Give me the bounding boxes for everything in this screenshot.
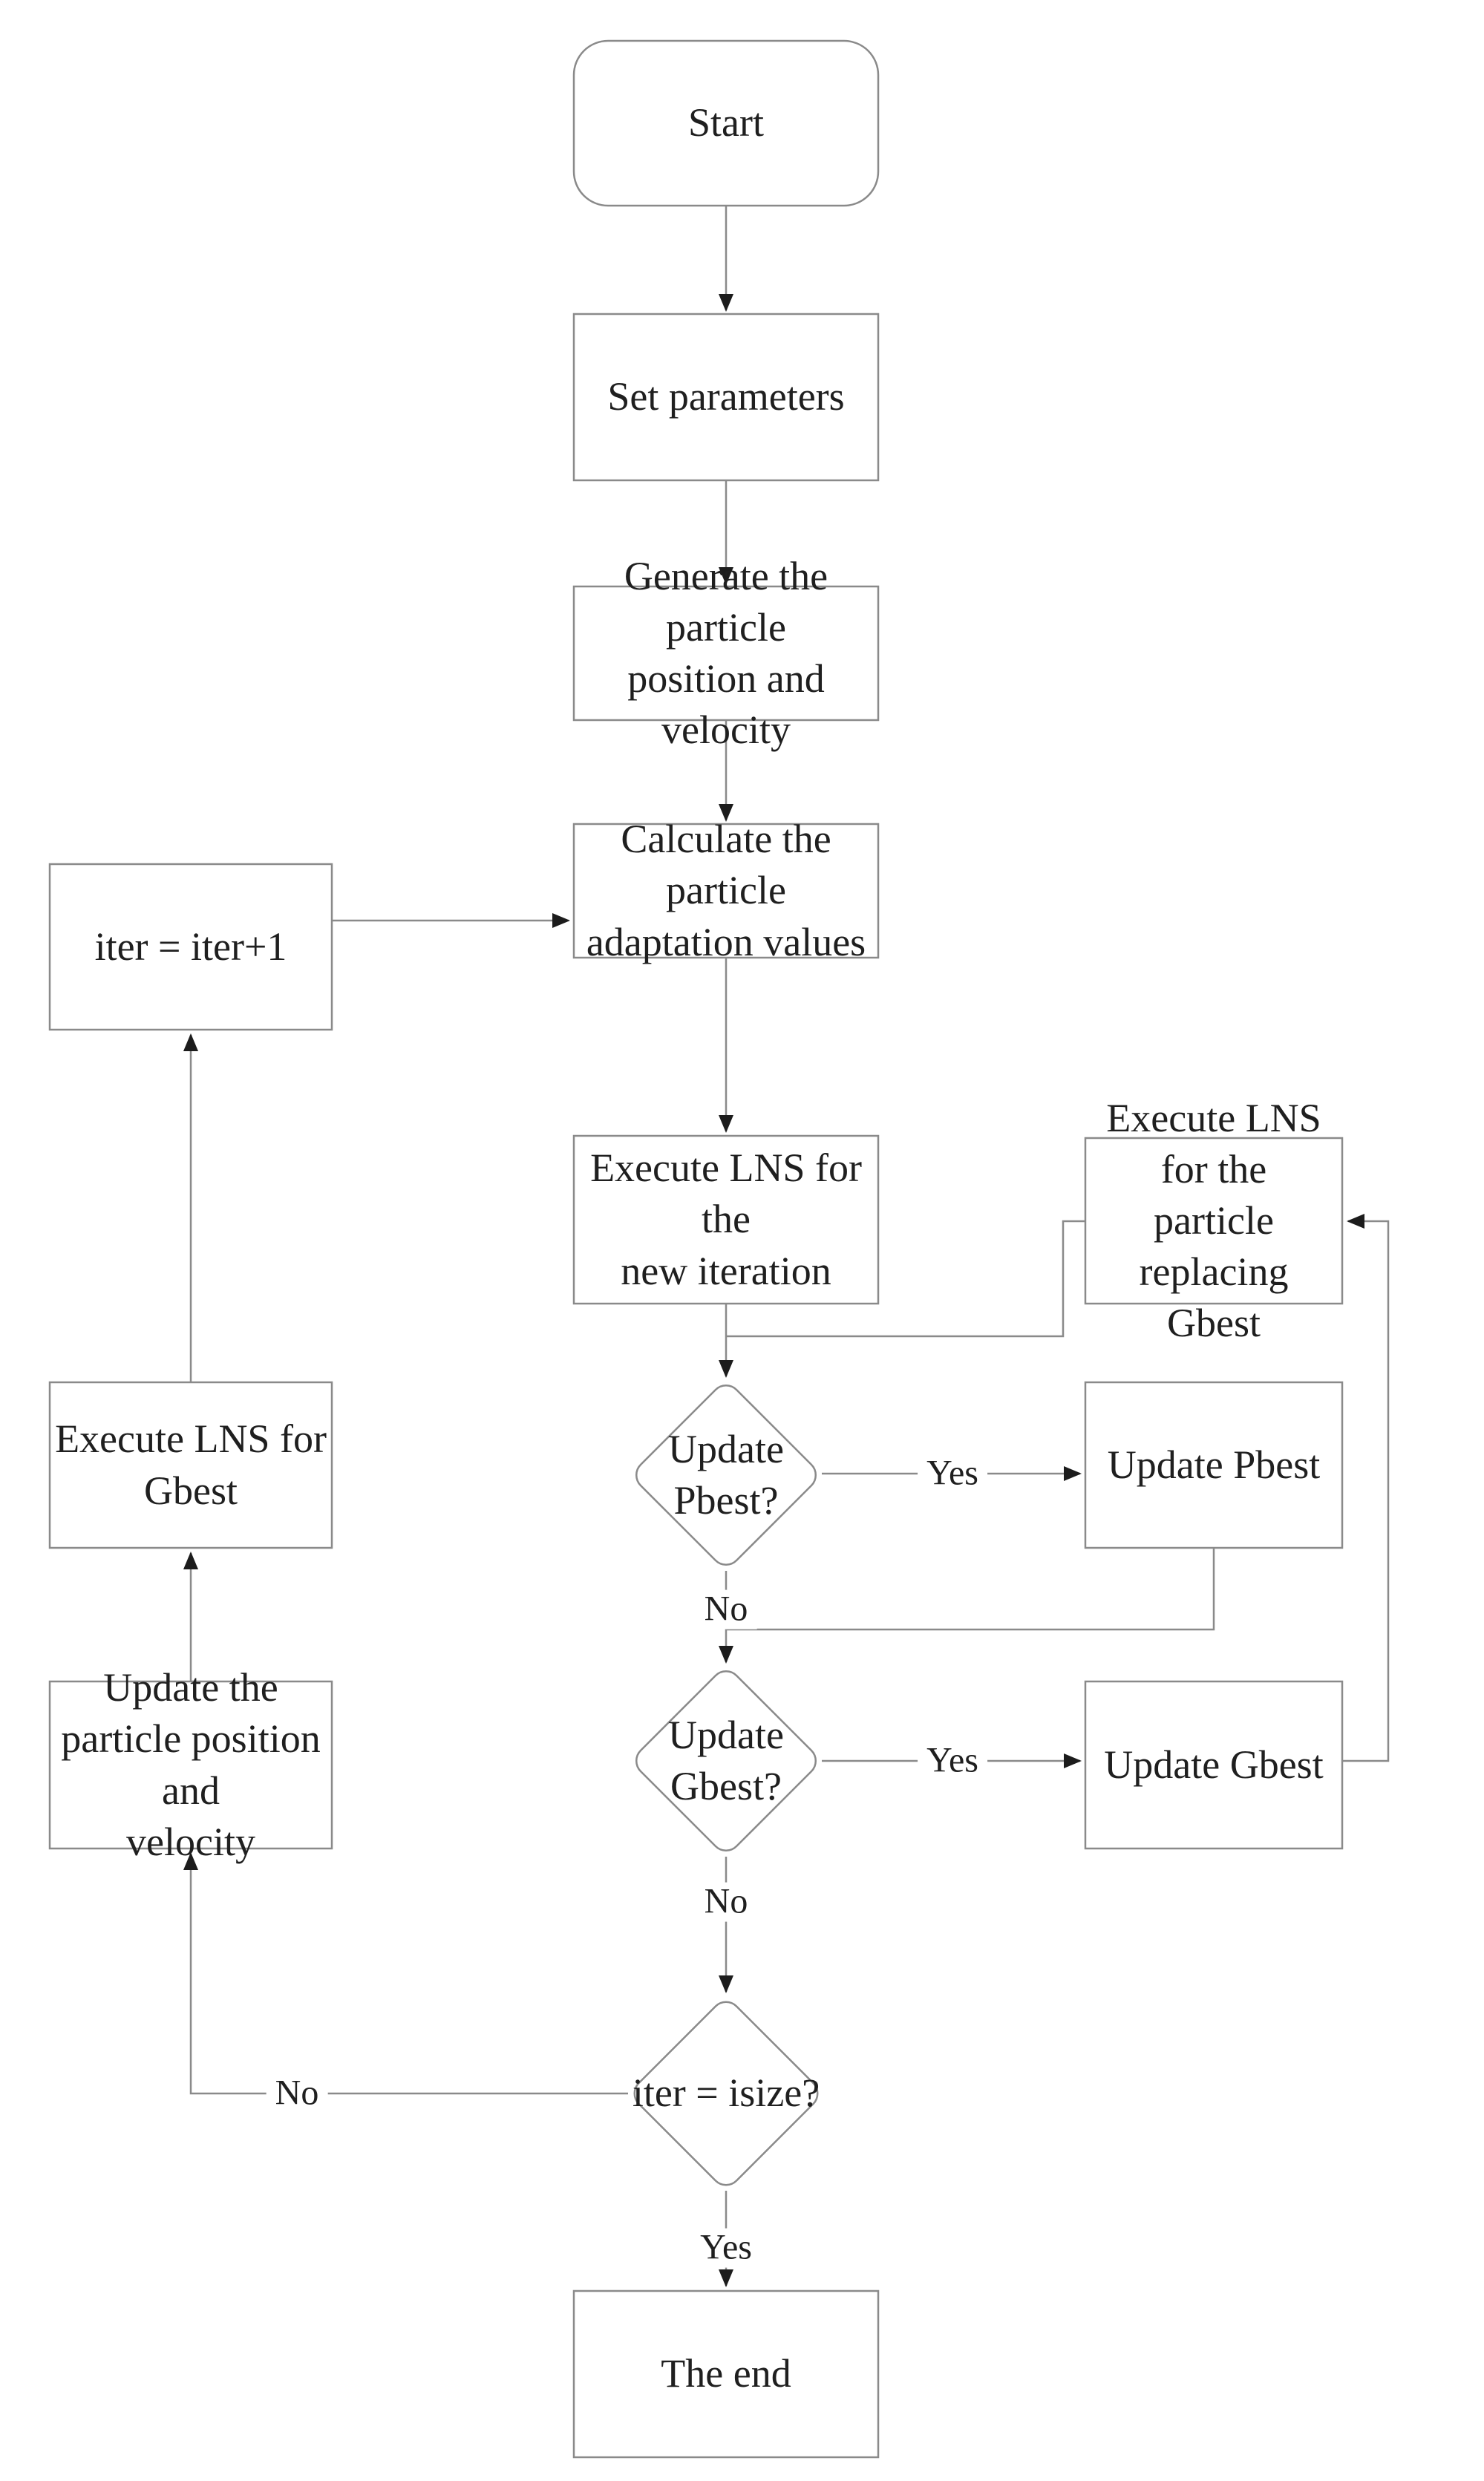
iter-increment-shape [48, 863, 333, 1031]
execute-lns-new-node: Execute LNS for the new iteration [590, 1145, 862, 1293]
update-pbest-node: Update Pbest [1107, 1442, 1321, 1487]
iter-yes-label: Yes [691, 2228, 761, 2268]
edge-updatepbest-merge [727, 1548, 1215, 1631]
start-node: Start [688, 100, 764, 146]
gbest-no-label: No [695, 1882, 757, 1922]
pbest-no-label: No [695, 1589, 757, 1630]
iter-no-label: No [266, 2073, 328, 2114]
iter-check-question-node: iter = isize? [632, 2070, 820, 2116]
execute-lns-replace-shape [1084, 1137, 1344, 1305]
execute-lns-new-shape [572, 1134, 880, 1305]
iter-check-diamond [633, 2001, 819, 2186]
update-pbest-diamond [635, 1384, 817, 1566]
the-end-shape [572, 2289, 880, 2459]
generate-shape [572, 585, 880, 722]
pbest-yes-label: Yes [918, 1454, 987, 1494]
the-end-node: The end [661, 2351, 791, 2396]
iter-increment-node: iter = iter+1 [94, 924, 287, 969]
edge-iter-no [183, 1852, 628, 2095]
set-parameters-node: Set parameters [607, 374, 845, 419]
update-pbest-shape [1084, 1381, 1344, 1549]
update-particle-shape [48, 1680, 333, 1850]
update-gbest-node: Update Gbest [1104, 1742, 1324, 1787]
execute-lns-replace-node: Execute LNS for the particle replacing G… [1106, 1095, 1321, 1346]
edge-executelnsreplace-merge [727, 1220, 1085, 1338]
calculate-node: Calculate the particle adaptation values [586, 817, 866, 964]
update-gbest-shape [1084, 1680, 1344, 1850]
update-particle-node: Update the particle position and velocit… [61, 1665, 321, 1864]
gbest-yes-label: Yes [918, 1741, 987, 1781]
calculate-shape [572, 823, 880, 959]
execute-lns-gbest-shape [48, 1381, 333, 1549]
edge-updategbest-to-executelnsreplace [1342, 1214, 1390, 1762]
update-gbest-diamond [635, 1670, 817, 1852]
start-shape [572, 39, 880, 207]
execute-lns-gbest-node: Execute LNS for Gbest [55, 1416, 327, 1513]
update-gbest-question-node: Update Gbest? [668, 1712, 784, 1808]
set-parameters-shape [572, 313, 880, 482]
update-pbest-question-node: Update Pbest? [668, 1426, 784, 1523]
generate-node: Generate the particle position and veloc… [624, 553, 828, 753]
